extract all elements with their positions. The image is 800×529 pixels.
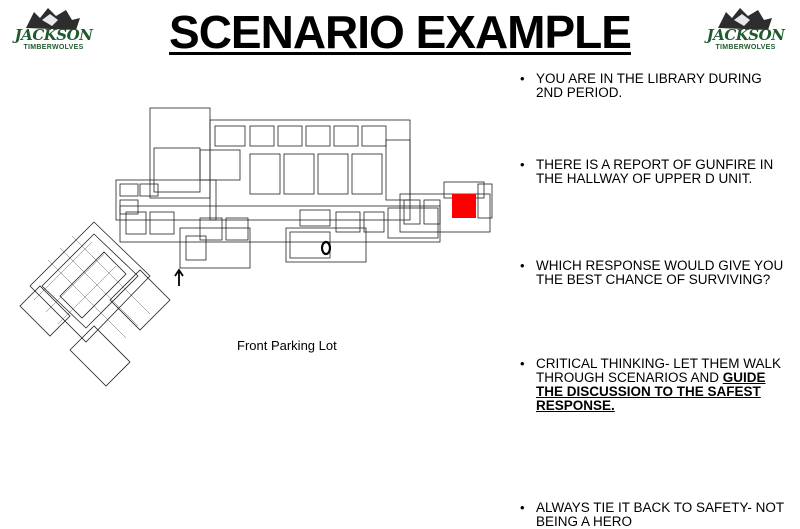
logo-word: JACKSON	[14, 26, 93, 44]
scenario-bullet-list: You are in the library during 2nd period…	[518, 72, 790, 529]
school-floor-plan	[19, 107, 493, 387]
library-location-marker	[320, 240, 332, 256]
bullet-item: Critical thinking- let them walk through…	[518, 357, 790, 413]
logo-subtitle: TIMBERWOLVES	[23, 44, 84, 51]
bullet-item: You are in the library during 2nd period…	[518, 72, 790, 100]
wolf-icon	[26, 8, 80, 30]
bullet-text: Which response would give you the best c…	[536, 258, 784, 287]
bullet-item: Which response would give you the best c…	[518, 259, 790, 287]
slide-title: SCENARIO EXAMPLE	[169, 6, 632, 58]
bullet-text: Critical thinking- let them walk through…	[536, 356, 782, 385]
jackson-logo-left: JACKSON TIMBERWOLVES	[6, 4, 101, 58]
slide: JACKSON TIMBERWOLVES SCENARIO EXAMPLE JA…	[0, 0, 800, 450]
bullet-item: There is a report of gunfire in the hall…	[518, 158, 790, 186]
bullet-text: Always tie it back to safety- not being …	[536, 500, 784, 529]
map-caption: Front Parking Lot	[237, 338, 337, 353]
logo-word: JACKSON	[706, 26, 785, 44]
jackson-logo-right: JACKSON TIMBERWOLVES	[698, 4, 793, 58]
gunfire-location-marker	[452, 194, 476, 218]
wolf-icon	[718, 8, 772, 30]
entrance-arrow-icon	[174, 268, 184, 286]
bullet-emphasis: guide the discussion to the safest respo…	[536, 370, 766, 413]
bullet-text: There is a report of gunfire in the hall…	[536, 157, 774, 186]
logo-subtitle: TIMBERWOLVES	[715, 44, 776, 51]
bullet-item: Always tie it back to safety- not being …	[518, 501, 790, 529]
bullet-text: You are in the library during 2nd period…	[536, 71, 762, 100]
